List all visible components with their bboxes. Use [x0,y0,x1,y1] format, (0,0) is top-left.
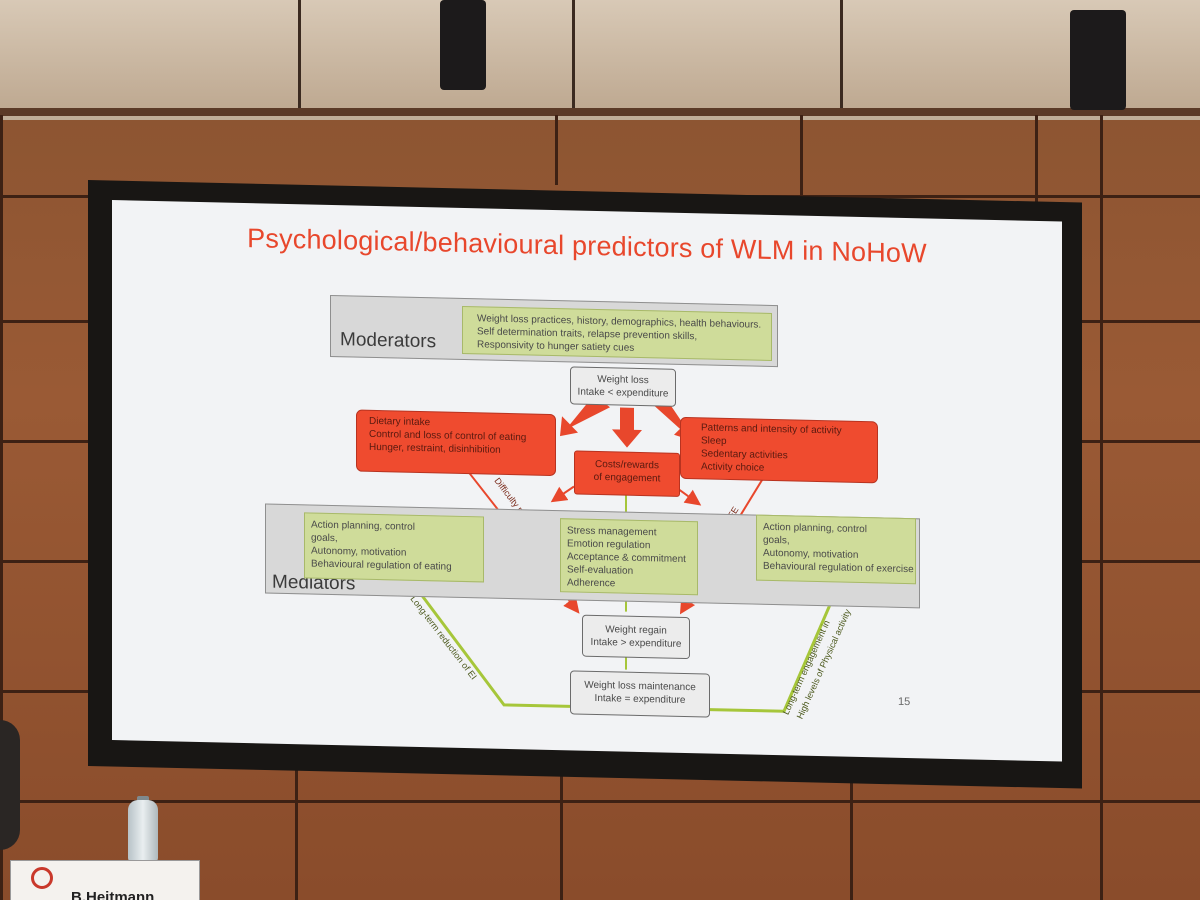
wall-seam [0,800,1200,803]
ceiling-edge [0,108,1200,116]
weight-loss-box: Weight loss Intake < expenditure [570,366,676,407]
moderators-label: Moderators [340,329,437,353]
ceiling [0,0,1200,115]
mediators-center-list: Stress management Emotion regulation Acc… [560,518,698,596]
stage-light-icon [1070,10,1126,110]
arrow-costs-left [550,485,575,503]
green-right-to-maintenance [710,587,839,713]
ceiling-seam [298,0,301,115]
wall-seam [0,115,3,900]
ceiling-seam [840,0,843,115]
wall-seam [850,760,853,900]
mediators-right-list: Action planning, control goals, Autonomy… [756,514,916,585]
water-bottle [128,800,158,862]
activity-box: Patterns and intensity of activity Sleep… [680,416,878,484]
projection-slide: Psychological/behavioural predictors of … [112,200,1062,762]
wall-seam [295,760,298,900]
weight-regain-subtitle: Intake > expenditure [590,636,682,650]
wall-seam [555,115,558,185]
wall-seam [1100,115,1103,900]
wall-seam [800,115,803,195]
weight-regain-box: Weight regain Intake > expenditure [582,614,690,660]
wall-seam [1035,115,1038,205]
slide-page-number: 15 [898,695,911,709]
speaker-nameplate: B.Heitmann [10,860,200,900]
speaker-name: B.Heitmann [71,889,155,900]
arrow-costs-right [677,488,702,506]
dietary-intake-box: Dietary intake Control and loss of contr… [356,409,556,477]
mediator-item: Behavioural regulation of exercise [763,560,914,576]
green-left-to-maintenance [415,588,570,708]
mediator-item: Adherence [567,577,616,590]
costs-subtitle: of engagement [593,471,661,485]
arrow-to-costs-icon [612,407,642,448]
audience-member [0,720,20,850]
mediator-item: Behavioural regulation of eating [311,558,452,573]
arrow-to-dietary-icon [560,394,610,437]
moderators-list: Weight loss practices, history, demograp… [462,305,772,361]
ceiling-seam [572,0,575,115]
activity-line: Activity choice [701,461,765,474]
stage-light-icon [440,0,486,90]
organization-logo-icon [31,867,53,889]
weight-loss-maintenance-box: Weight loss maintenance Intake = expendi… [570,670,710,718]
weight-loss-subtitle: Intake < expenditure [577,386,669,400]
costs-rewards-box: Costs/rewards of engagement [574,450,680,497]
wall-seam [560,760,563,900]
mediators-left-list: Action planning, control goals, Autonomy… [304,512,484,583]
label-long-term-reduction-ei: Long-term reduction of EI [408,594,478,681]
